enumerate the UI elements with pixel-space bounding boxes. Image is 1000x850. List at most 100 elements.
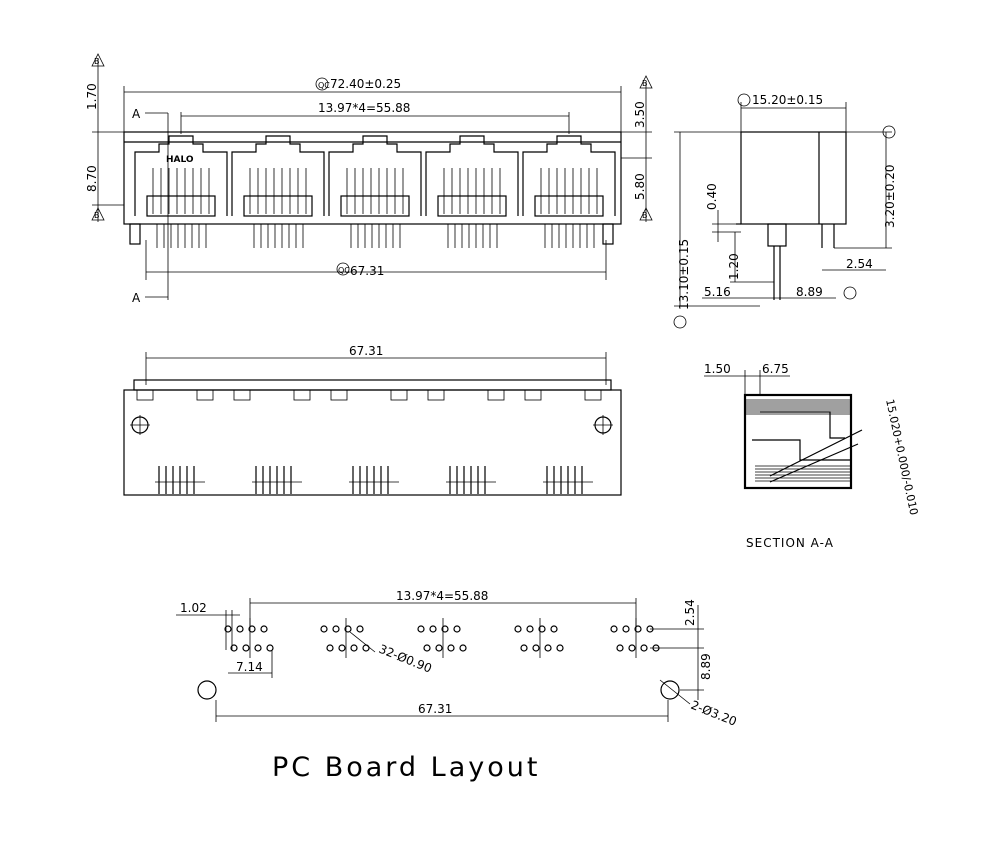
dim-qc-mark-2: QC <box>338 266 350 275</box>
port-contact-block <box>243 195 313 217</box>
pcb-hole <box>556 644 564 652</box>
pcb-hole <box>514 625 522 633</box>
bottom-slot <box>427 389 445 401</box>
dim-right-top: 3.50 <box>633 101 647 128</box>
front-pins <box>156 224 595 248</box>
pcb-hole <box>362 644 370 652</box>
dim-right-body: 5.80 <box>633 173 647 200</box>
pcb-hole <box>230 644 238 652</box>
pcb-hole <box>266 644 274 652</box>
bottom-pins <box>155 466 593 494</box>
pcb-hole <box>520 644 528 652</box>
pcb-hole <box>550 625 558 633</box>
dim-254-side: 2.54 <box>846 257 873 271</box>
mount-holes-note: 2-Ø3.20 <box>689 698 739 729</box>
bottom-slot <box>584 389 602 401</box>
dim-height-top: 1.70 <box>85 83 99 110</box>
datum-b-top-right: B <box>642 79 648 88</box>
pcb-hole <box>423 644 431 652</box>
dim-516: 5.16 <box>704 285 731 299</box>
port-outline <box>231 135 325 216</box>
pcb-hole <box>332 625 340 633</box>
pcb-hole <box>260 625 268 633</box>
dim-height-body: 8.70 <box>85 165 99 192</box>
pcb-hole <box>435 644 443 652</box>
bottom-view: 67.31 <box>123 344 622 496</box>
pcb-hole <box>532 644 540 652</box>
holes-note: 32-Ø0.90 <box>377 642 434 676</box>
rj45-port <box>425 135 519 217</box>
dim-889-side: 8.89 <box>796 285 823 299</box>
pcb-hole <box>242 644 250 652</box>
rj45-port <box>522 135 616 217</box>
port-outline <box>522 135 616 216</box>
dim-overall-width: 72.40±0.25 <box>330 77 401 91</box>
pcb-hole <box>628 644 636 652</box>
dim-714: 7.14 <box>236 660 263 674</box>
dim-040: 0.40 <box>705 183 719 210</box>
pcb-hole <box>236 625 244 633</box>
pcb-hole <box>622 625 630 633</box>
bottom-slot <box>233 389 251 401</box>
section-caption: SECTION A-A <box>746 536 834 550</box>
bottom-slot <box>524 389 542 401</box>
bottom-slot <box>330 389 348 401</box>
dim-tail-height: 3.20±0.20 <box>883 165 897 229</box>
bottom-slot <box>487 389 505 401</box>
pcb-hole <box>326 644 334 652</box>
port-contact-block <box>534 195 604 217</box>
dim-angled: 15.020+0.000/-0.010 <box>883 398 920 516</box>
dim-pin-span: 67.31 <box>350 264 384 278</box>
port-label: HALO <box>166 155 194 165</box>
pcb-hole <box>544 644 552 652</box>
pcb-hole <box>538 625 546 633</box>
bottom-slot <box>293 389 311 401</box>
dim-depth: 15.20±0.15 <box>752 93 823 107</box>
bottom-slot <box>390 389 408 401</box>
port-outline <box>134 135 228 216</box>
pcb-hole <box>320 625 328 633</box>
rj45-port <box>134 135 228 217</box>
dim-675: 6.75 <box>762 362 789 376</box>
pcb-hole <box>616 644 624 652</box>
port-outline <box>328 135 422 216</box>
dim-pcb-pitch: 13.97*4=55.88 <box>396 589 488 603</box>
pcb-hole <box>441 625 449 633</box>
dim-pcb-254: 2.54 <box>683 599 697 626</box>
pcb-hole <box>344 625 352 633</box>
side-view: 15.20±0.15 3.20±0.20 13.10±0.15 0.40 1.2… <box>673 93 897 329</box>
bottom-slots <box>136 389 602 401</box>
pcb-hole <box>526 625 534 633</box>
pcb-hole <box>224 625 232 633</box>
port-contact-block <box>146 195 216 217</box>
pcb-hole <box>417 625 425 633</box>
dim-total-height: 13.10±0.15 <box>677 239 691 310</box>
port-contact-block <box>437 195 507 217</box>
rj45-port <box>231 135 325 217</box>
pcb-hole <box>447 644 455 652</box>
section-mark-bottom: A <box>132 291 141 305</box>
section-mark-top: A <box>132 107 141 121</box>
port-array <box>134 135 616 217</box>
dim-150: 1.50 <box>704 362 731 376</box>
pcb-hole <box>634 625 642 633</box>
dim-102: 1.02 <box>180 601 207 615</box>
pcb-hole <box>356 625 364 633</box>
pcb-hole <box>338 644 346 652</box>
port-outline <box>425 135 519 216</box>
bottom-slot <box>136 389 154 401</box>
dim-120: 1.20 <box>727 253 741 280</box>
pcb-holes <box>224 618 660 658</box>
datum-b-bottom-left: B <box>94 211 100 220</box>
front-view: QC 72.40±0.25 13.97*4=55.88 A A 1.70 8.7… <box>85 53 653 305</box>
dim-qc-mark-1: QC <box>318 81 330 90</box>
pcb-hole <box>254 644 262 652</box>
pcb-hole <box>248 625 256 633</box>
pcb-hole <box>459 644 467 652</box>
pcb-layout: 13.97*4=55.88 1.02 2.54 8.89 7.14 32-Ø0.… <box>176 589 739 783</box>
pcb-hole <box>640 644 648 652</box>
dim-pcb-width: 67.31 <box>418 702 452 716</box>
rj45-port <box>328 135 422 217</box>
pcb-hole <box>453 625 461 633</box>
